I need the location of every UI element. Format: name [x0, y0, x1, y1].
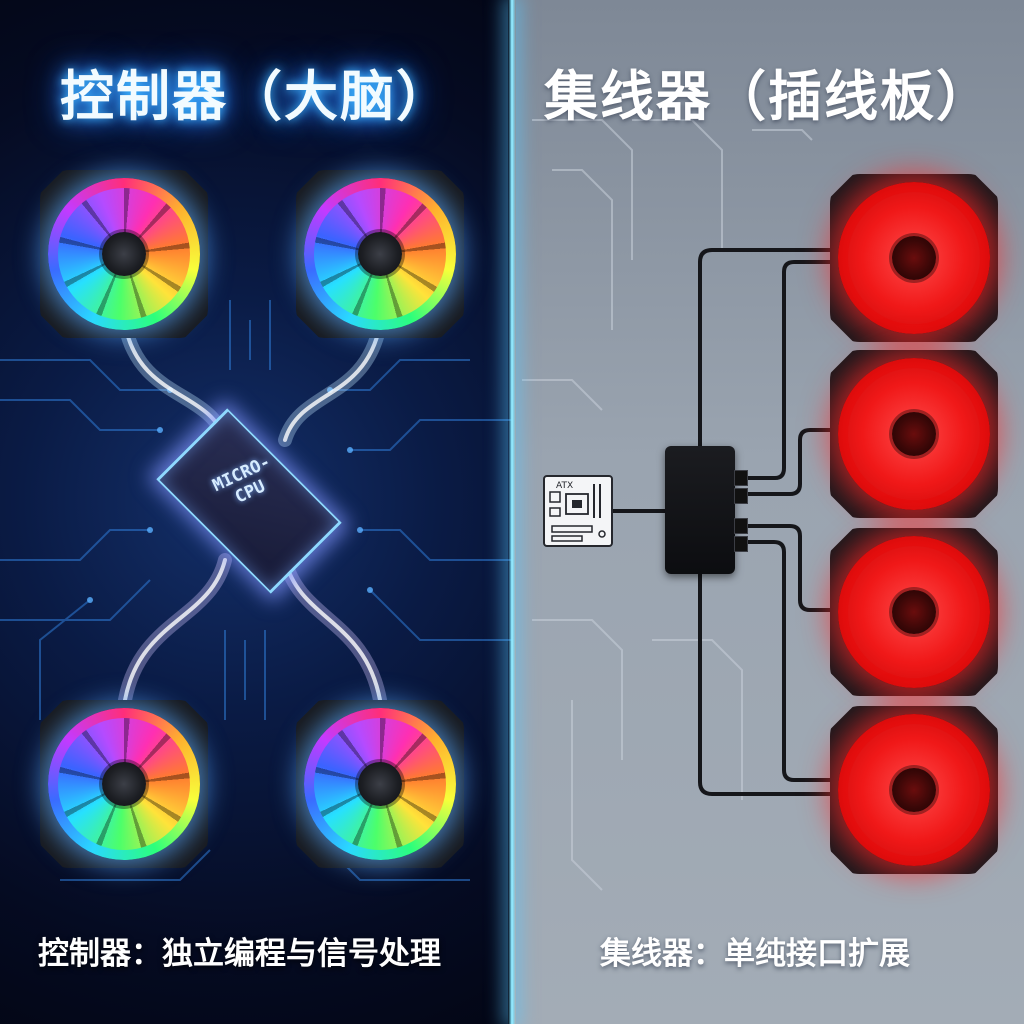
hub-port	[734, 536, 748, 552]
hub-port	[734, 518, 748, 534]
controller-caption: 控制器：独立编程与信号处理	[38, 936, 441, 972]
rgb-fan-icon	[296, 700, 464, 868]
hub-port	[734, 470, 748, 486]
controller-heading: 控制器（大脑）	[60, 65, 452, 128]
hub-caption: 集线器：单纯接口扩展	[600, 936, 910, 972]
rgb-fan-icon	[40, 170, 208, 338]
hub-heading: 集线器（插线板）	[544, 65, 992, 128]
motherboard-label: ATX	[556, 481, 573, 491]
red-fan-icon	[830, 174, 998, 342]
red-fan-icon	[830, 528, 998, 696]
red-fan-icon	[830, 350, 998, 518]
panel-divider	[508, 0, 516, 1024]
motherboard-icon: ATX	[543, 475, 613, 547]
hub-port	[734, 488, 748, 504]
rgb-fan-icon	[40, 700, 208, 868]
red-fan-icon	[830, 706, 998, 874]
rgb-fan-icon	[296, 170, 464, 338]
fan-hub-icon	[665, 446, 735, 574]
circuit-traces-left	[0, 300, 512, 881]
circuit-traces-right	[522, 119, 813, 891]
